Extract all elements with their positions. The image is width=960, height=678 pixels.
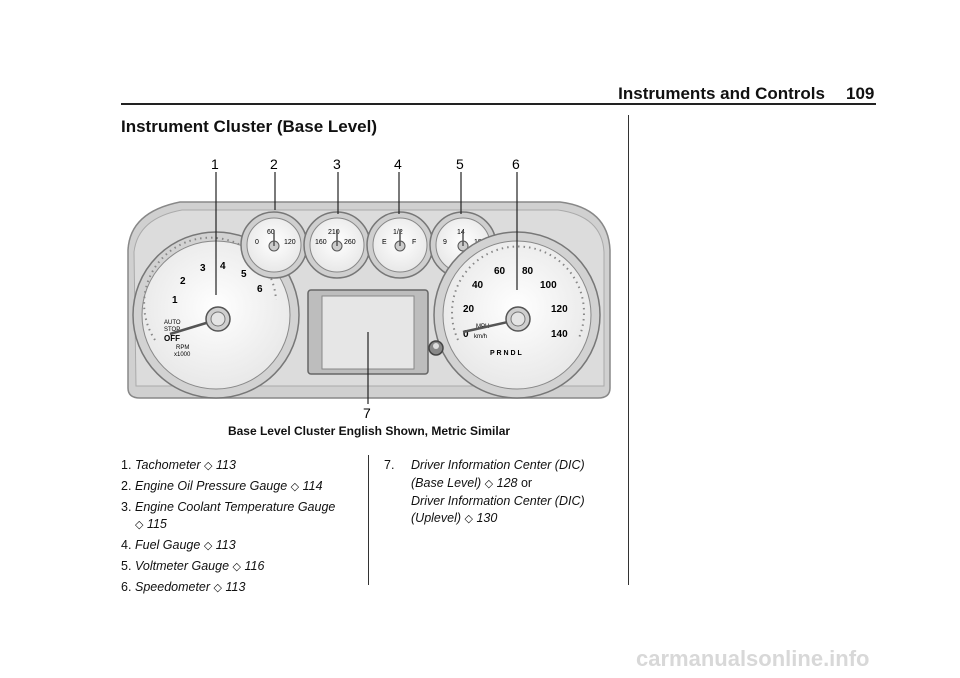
coolant-top-label: 210 bbox=[328, 229, 340, 236]
item-number: 1. bbox=[121, 458, 132, 472]
xref-icon: ◇ bbox=[464, 513, 473, 526]
cluster-illustration: 1 2 3 4 5 6 AUTO STOP OFF RPM x1000 60 0… bbox=[127, 156, 611, 421]
callout-6: 6 bbox=[512, 156, 520, 172]
speed-tick-0: 0 bbox=[463, 329, 469, 340]
item-name: Voltmeter Gauge bbox=[135, 558, 230, 573]
column-divider-right bbox=[628, 115, 629, 585]
coolant-temperature-gauge: 210 160 260 bbox=[303, 211, 371, 279]
page-reference[interactable]: 113 bbox=[225, 579, 246, 594]
xref-icon: ◇ bbox=[290, 480, 300, 493]
header-page-number: 109 bbox=[846, 84, 875, 103]
tach-rpm-label: RPM bbox=[176, 345, 189, 351]
tach-tick-2: 2 bbox=[180, 276, 186, 287]
callout-7: 7 bbox=[363, 405, 371, 421]
tach-auto-label: AUTO bbox=[164, 320, 181, 326]
speed-tick-40: 40 bbox=[472, 280, 484, 291]
tach-off-label: OFF bbox=[164, 334, 180, 343]
item-name: Fuel Gauge bbox=[135, 538, 201, 552]
item-name: Engine Coolant Temperature Gauge bbox=[135, 499, 336, 514]
header-section-title: Instruments and Controls bbox=[618, 84, 825, 103]
fuel-top-label: 1/2 bbox=[393, 229, 403, 236]
callout-1: 1 bbox=[211, 156, 219, 172]
page-reference[interactable]: 130 bbox=[476, 511, 498, 526]
page-reference[interactable]: 116 bbox=[244, 558, 265, 573]
speed-tick-140: 140 bbox=[551, 329, 568, 340]
callout-list-right: 7. Driver Information Center (DIC) (Base … bbox=[384, 457, 616, 531]
tach-stop-label: STOP bbox=[164, 327, 180, 333]
item-number: 2. bbox=[121, 478, 132, 493]
item-name: Engine Oil Pressure Gauge bbox=[135, 478, 288, 493]
speed-tick-120: 120 bbox=[551, 304, 568, 315]
item-number: 7. bbox=[384, 458, 395, 472]
tach-tick-5: 5 bbox=[241, 269, 247, 280]
item-number: 6. bbox=[121, 579, 132, 594]
page-reference[interactable]: 114 bbox=[302, 478, 323, 493]
tach-tick-1: 1 bbox=[172, 295, 178, 306]
callout-2: 2 bbox=[270, 156, 278, 172]
figure-caption: Base Level Cluster English Shown, Metric… bbox=[227, 424, 511, 438]
page-reference[interactable]: 128 bbox=[496, 475, 518, 490]
item-name: Speedometer bbox=[135, 579, 211, 594]
tach-tick-4: 4 bbox=[220, 261, 226, 272]
coolant-right-label: 260 bbox=[344, 239, 356, 246]
fuel-right-label: F bbox=[412, 239, 416, 246]
tach-tick-3: 3 bbox=[200, 263, 206, 274]
instrument-cluster-figure: 1 2 3 4 5 6 AUTO STOP OFF RPM x1000 60 0… bbox=[120, 150, 620, 422]
speed-tick-20: 20 bbox=[463, 304, 475, 315]
xref-icon: ◇ bbox=[135, 519, 144, 532]
list-item: 7. Driver Information Center (DIC) (Base … bbox=[384, 457, 616, 528]
coolant-left-label: 160 bbox=[315, 239, 327, 246]
fuel-left-label: E bbox=[382, 239, 387, 246]
callout-3: 3 bbox=[333, 156, 341, 172]
item-number: 5. bbox=[121, 558, 132, 573]
speed-tick-100: 100 bbox=[540, 280, 557, 291]
item-number: 4. bbox=[121, 538, 132, 552]
prndl-indicator: P R N D L bbox=[490, 350, 522, 357]
item-name-base: Driver Information Center (DIC) (Base Le… bbox=[411, 458, 585, 490]
list-item: 1.Tachometer ◇ 113 bbox=[121, 457, 361, 475]
xref-icon: ◇ bbox=[204, 460, 213, 472]
speedometer-gauge: 0 20 40 60 80 100 120 140 MPH km/h P R N… bbox=[433, 231, 601, 399]
column-divider-middle bbox=[368, 455, 369, 585]
speed-tick-80: 80 bbox=[522, 266, 534, 277]
speed-kmh-label: km/h bbox=[474, 334, 487, 340]
callout-5: 5 bbox=[456, 156, 464, 172]
tach-x1000-label: x1000 bbox=[174, 352, 191, 358]
list-item: 6.Speedometer ◇ 113 bbox=[121, 579, 361, 597]
header-rule bbox=[121, 103, 876, 105]
speed-tick-60: 60 bbox=[494, 266, 506, 277]
item-name-uplevel: Driver Information Center (DIC) (Uplevel… bbox=[411, 493, 585, 526]
callout-leaders bbox=[215, 172, 518, 404]
list-item: 5.Voltmeter Gauge ◇ 116 bbox=[121, 558, 361, 576]
oil-pressure-gauge: 60 0 120 bbox=[240, 211, 308, 279]
oil-right-label: 120 bbox=[284, 239, 296, 246]
callout-list-left: 1.Tachometer ◇ 113 2.Engine Oil Pressure… bbox=[121, 457, 361, 599]
xref-icon: ◇ bbox=[203, 540, 213, 552]
item-number: 3. bbox=[121, 499, 132, 514]
list-item: 2.Engine Oil Pressure Gauge ◇ 114 bbox=[121, 478, 361, 496]
watermark: carmanualsonline.info bbox=[636, 646, 870, 671]
xref-icon: ◇ bbox=[213, 581, 223, 594]
callout-4: 4 bbox=[394, 156, 402, 172]
xref-icon: ◇ bbox=[232, 560, 241, 573]
page-reference[interactable]: 113 bbox=[215, 458, 236, 472]
oil-left-label: 0 bbox=[255, 239, 259, 246]
page-reference[interactable]: 113 bbox=[215, 538, 236, 552]
item-name: Tachometer bbox=[135, 458, 201, 472]
volt-top-label: 14 bbox=[457, 229, 465, 236]
page-reference[interactable]: 115 bbox=[146, 517, 167, 532]
fuel-gauge: 1/2 E F bbox=[366, 211, 434, 279]
section-title: Instrument Cluster (Base Level) bbox=[121, 117, 378, 136]
list-item: 3.Engine Coolant Temperature Gauge ◇ 115 bbox=[121, 499, 361, 535]
tach-tick-6: 6 bbox=[257, 284, 263, 295]
volt-left-label: 9 bbox=[443, 239, 447, 246]
oil-top-label: 60 bbox=[267, 229, 275, 236]
list-item: 4.Fuel Gauge ◇ 113 bbox=[121, 537, 361, 555]
xref-icon: ◇ bbox=[484, 477, 494, 490]
or-text: or bbox=[520, 475, 533, 490]
